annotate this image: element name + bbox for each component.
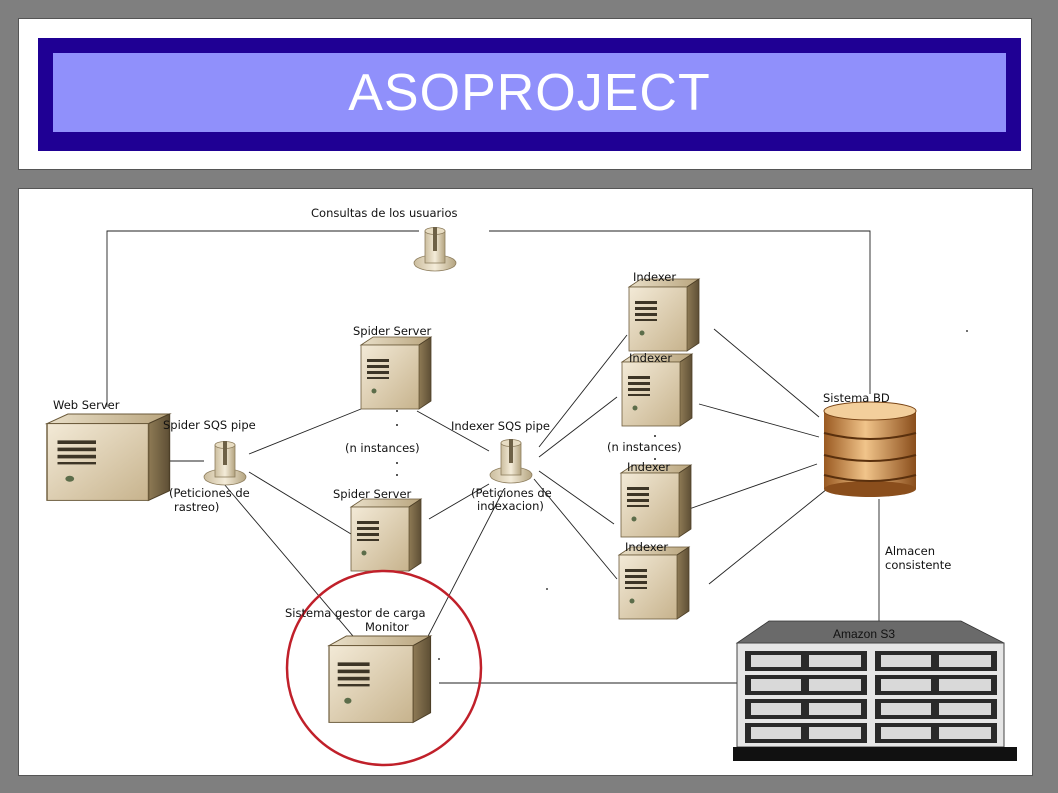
- line-indexer1-to-bd: [713, 328, 820, 418]
- spider-sqs-pipe-label: Spider SQS pipe: [163, 418, 256, 432]
- line-web-to-consultas: [106, 230, 419, 407]
- indexer-4-icon: [618, 546, 690, 620]
- spider-instances-label: (n instances): [345, 441, 420, 455]
- line-idxpipe-to-indexer3: [538, 470, 615, 525]
- monitor-highlight-circle: [285, 569, 483, 767]
- spider-server-top-label: Spider Server: [353, 324, 432, 338]
- monitor-server-icon: [328, 635, 432, 724]
- almacen-label: Almacen: [885, 544, 935, 558]
- peticiones-rastreo-label-2: rastreo): [174, 500, 219, 514]
- peticiones-indexacion-label-2: indexacion): [477, 499, 544, 513]
- diagram-canvas: Consultas de los usuarios Web Server Spi…: [46, 206, 1017, 767]
- connection-lines: [106, 230, 880, 684]
- line-spiderpipe-to-spider1: [248, 408, 362, 455]
- consultas-label: Consultas de los usuarios: [311, 206, 458, 220]
- stray-dots: [438, 330, 968, 660]
- indexer-instances-label: (n instances): [607, 440, 682, 454]
- title-banner-inner: ASOPROJECT: [53, 53, 1006, 132]
- indexer-1-label: Indexer: [633, 270, 676, 284]
- indexer-2-label: Indexer: [629, 351, 672, 365]
- line-spiderpipe-to-monitor: [223, 483, 365, 650]
- indexer-instance-dots: [654, 435, 656, 460]
- indexer-sqs-pipe-icon: [489, 438, 533, 484]
- spider-instance-dots: [396, 410, 398, 476]
- monitor-label: Monitor: [365, 620, 409, 634]
- peticiones-rastreo-label: (Peticiones de: [169, 486, 250, 500]
- line-indexer3-to-bd: [688, 463, 818, 510]
- spider-server-bottom-icon: [350, 498, 422, 572]
- spider-server-top-icon: [360, 336, 432, 410]
- line-spiderpipe-to-spider2: [248, 471, 352, 535]
- amazon-s3-storage-icon: [733, 620, 1017, 761]
- web-server-icon: [46, 413, 171, 502]
- spider-server-bottom-label: Spider Server: [333, 487, 412, 501]
- indexer-sqs-pipe-label: Indexer SQS pipe: [451, 419, 550, 433]
- sistema-gestor-label: Sistema gestor de carga: [285, 606, 426, 620]
- indexer-1-icon: [628, 278, 700, 352]
- line-indexer4-to-bd: [708, 488, 828, 585]
- web-server-label: Web Server: [53, 398, 120, 412]
- indexer-3-icon: [620, 464, 692, 538]
- spider-sqs-pipe-icon: [203, 440, 247, 486]
- almacen-label-2: consistente: [885, 558, 951, 572]
- line-idxpipe-to-indexer4: [533, 478, 618, 580]
- architecture-diagram: Consultas de los usuarios Web Server Spi…: [18, 188, 1033, 776]
- title-banner: ASOPROJECT: [38, 38, 1021, 151]
- amazon-s3-label: Amazon S3: [833, 627, 895, 641]
- database-icon: [823, 401, 917, 497]
- indexer-4-label: Indexer: [625, 540, 668, 554]
- page-title: ASOPROJECT: [348, 63, 711, 122]
- line-indexer2-to-bd: [698, 403, 820, 438]
- consultas-pipe-icon: [413, 226, 457, 272]
- line-idxpipe-to-indexer1: [538, 334, 628, 448]
- line-spider2-to-idxpipe: [428, 483, 490, 520]
- indexer-3-label: Indexer: [627, 460, 670, 474]
- line-consultas-to-bd: [489, 230, 871, 394]
- title-frame: ASOPROJECT: [18, 18, 1032, 170]
- line-spider1-to-idxpipe: [416, 410, 490, 452]
- peticiones-indexacion-label: (Peticiones de: [471, 486, 552, 500]
- line-idxpipe-to-indexer2: [538, 396, 618, 458]
- sistema-bd-label: Sistema BD: [823, 391, 890, 405]
- line-idxpipe-to-monitor: [423, 488, 505, 645]
